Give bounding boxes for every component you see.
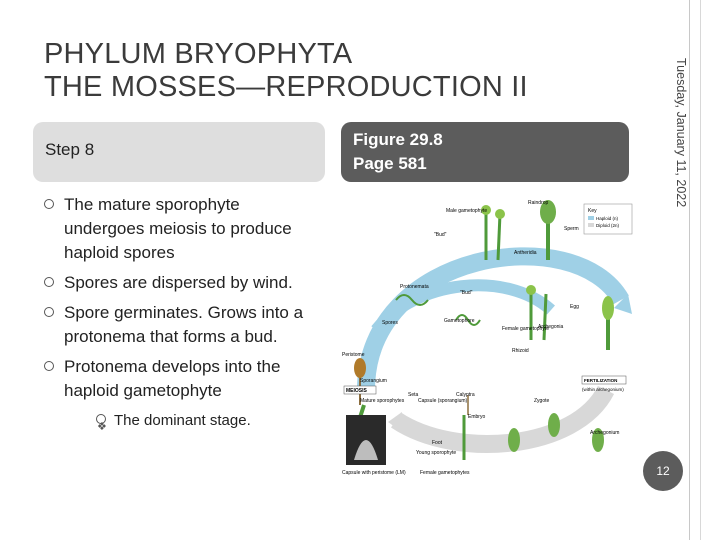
label-mature-sporophytes: Mature sporophytes <box>360 398 405 404</box>
bullet-item: Spore germinates. Grows into a protonema… <box>44 301 324 349</box>
cycle-arrow-icon-2 <box>388 412 402 432</box>
sub-bullet-icon: ❖ <box>96 414 107 433</box>
label-male-gametophyte: Male gametophyte <box>446 208 487 214</box>
bullet-text: Spores are dispersed by wind. <box>64 273 293 292</box>
diploid-label: Diploid (2n) <box>596 223 620 228</box>
label-zygote: Zygote <box>534 398 550 404</box>
young-sporophyte-plant <box>462 395 469 460</box>
bullet-list: The mature sporophyte undergoes meiosis … <box>44 193 324 439</box>
label-bud-1: "Bud" <box>434 232 447 238</box>
zygote-plant <box>548 413 560 437</box>
label-egg: Egg <box>570 304 579 310</box>
bullet-text: Spore germinates. Grows into a protonema… <box>64 303 304 346</box>
fertilization-box <box>581 375 627 385</box>
embryo-plant <box>508 428 520 452</box>
bullet-text: Protonema develops into the haploid game… <box>64 357 281 400</box>
slide-title: PHYLUM BRYOPHYTA THE MOSSES—REPRODUCTION… <box>44 38 644 104</box>
haploid-label: Haploid (n) <box>596 216 619 221</box>
label-raindrop: Raindrop <box>528 200 549 206</box>
label-antheridia: Antheridia <box>514 250 537 256</box>
page-number-badge: 12 <box>643 451 683 491</box>
step-label: Step 8 <box>45 140 95 159</box>
protonema-strands-2 <box>455 314 481 326</box>
haploid-swatch <box>588 216 594 220</box>
bullet-item: Spores are dispersed by wind. <box>44 271 324 295</box>
label-capsule: Capsule (sporangium) <box>418 398 468 404</box>
divider-line-2 <box>700 0 701 540</box>
bullet-circle-icon <box>44 199 54 209</box>
sub-bullet-text: The dominant stage. <box>114 412 251 429</box>
label-meiosis: MEIOSIS <box>346 388 368 394</box>
left-header-bar: Step 8 <box>33 122 325 182</box>
label-sperm: Sperm <box>564 226 579 232</box>
bullet-circle-icon <box>44 307 54 317</box>
moss-life-cycle-figure: Key Haploid (n) Diploid (2n) <box>342 200 633 476</box>
meiosis-box <box>343 385 377 395</box>
label-calyptra: Calyptra <box>456 392 475 398</box>
label-capsule-lm: Capsule with peristome (LM) <box>342 470 406 476</box>
label-spores: Spores <box>382 320 398 326</box>
label-archegonia: Archegonia <box>538 324 564 330</box>
divider-line <box>689 0 690 540</box>
label-sporangium: Sporangium <box>360 378 387 384</box>
title-line-2: THE MOSSES—REPRODUCTION II <box>44 71 528 103</box>
page-reference: Page 581 <box>353 154 427 173</box>
label-protonemata: Protonemata <box>400 284 429 290</box>
haploid-cycle-arc <box>357 247 629 391</box>
label-young-sporophyte: Young sporophyte <box>416 450 456 456</box>
female-gametophyte-plant <box>526 285 548 341</box>
label-gametophore: Gametophore <box>444 318 475 324</box>
male-gametophyte-plant <box>481 205 505 261</box>
figure-number: Figure 29.8 <box>353 130 443 149</box>
label-within-archegonium: (within archegonium) <box>582 387 624 392</box>
key-title: Key <box>588 208 597 214</box>
label-peristome: Peristome <box>342 352 365 358</box>
cycle-arrow-icon <box>614 294 632 314</box>
label-foot: Foot <box>432 440 443 446</box>
label-female-gametophyte: Female gametophyte <box>502 326 549 332</box>
label-bud-2: "Bud" <box>460 290 473 296</box>
title-line-1: PHYLUM BRYOPHYTA <box>44 38 353 70</box>
bullet-text: The mature sporophyte undergoes meiosis … <box>64 195 292 262</box>
bullet-item: The mature sporophyte undergoes meiosis … <box>44 193 324 265</box>
diploid-swatch <box>588 223 594 227</box>
page-number: 12 <box>656 464 670 478</box>
sub-bullet-item: ❖ The dominant stage. <box>64 409 324 433</box>
bullet-circle-icon <box>44 361 54 371</box>
bullet-circle-icon <box>44 277 54 287</box>
archegonium-bottom-plant <box>592 428 604 452</box>
antheridia-plant <box>540 200 556 260</box>
label-archegonium: Archegonium <box>590 430 619 436</box>
date-label: Tuesday, January 11, 2022 <box>668 58 690 207</box>
right-header-bar: Figure 29.8 Page 581 <box>341 122 629 182</box>
label-embryo: Embryo <box>468 414 485 420</box>
label-female-gametophytes: Female gametophytes <box>420 470 470 476</box>
archegonium-plant <box>602 296 614 350</box>
bullet-item: Protonema develops into the haploid game… <box>44 355 324 433</box>
protonema-strands <box>395 294 429 306</box>
haploid-inner-arc <box>371 279 555 334</box>
label-fertilization: FERTILIZATION <box>584 378 617 383</box>
label-rhizoid: Rhizoid <box>512 348 529 354</box>
label-seta: Seta <box>408 392 419 398</box>
capsule-micrograph-shape <box>354 440 378 460</box>
figure-reference: Figure 29.8 Page 581 <box>353 128 443 176</box>
date-text: Tuesday, January 11, 2022 <box>674 58 688 208</box>
